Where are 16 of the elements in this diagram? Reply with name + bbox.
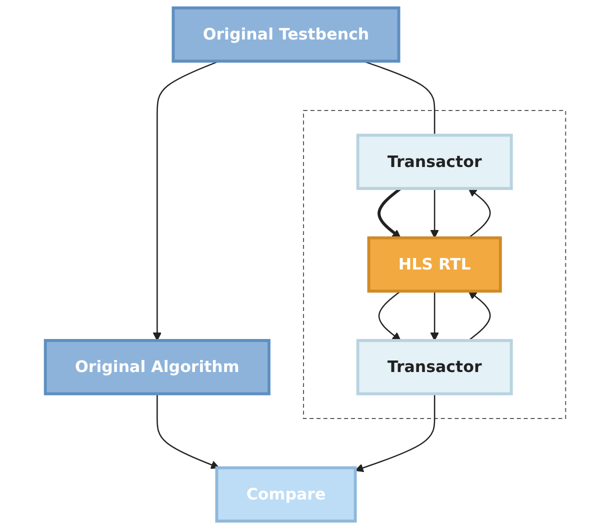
node-box: HLS RTL [367,236,502,293]
arrow [156,394,220,469]
node-box: Original Algorithm [44,339,270,396]
arrow [468,188,491,238]
arrow [378,187,402,238]
arrow [152,60,220,341]
arrow [378,290,401,341]
arrow [430,188,439,238]
node-box: Original Testbench [172,6,400,63]
node-box: Compare [215,466,357,523]
arrow [354,394,436,472]
arrow [468,290,491,341]
cluster [303,110,566,419]
arrow [430,291,439,341]
node-box: Transactor [356,339,513,396]
node-box: Transactor [356,134,513,190]
